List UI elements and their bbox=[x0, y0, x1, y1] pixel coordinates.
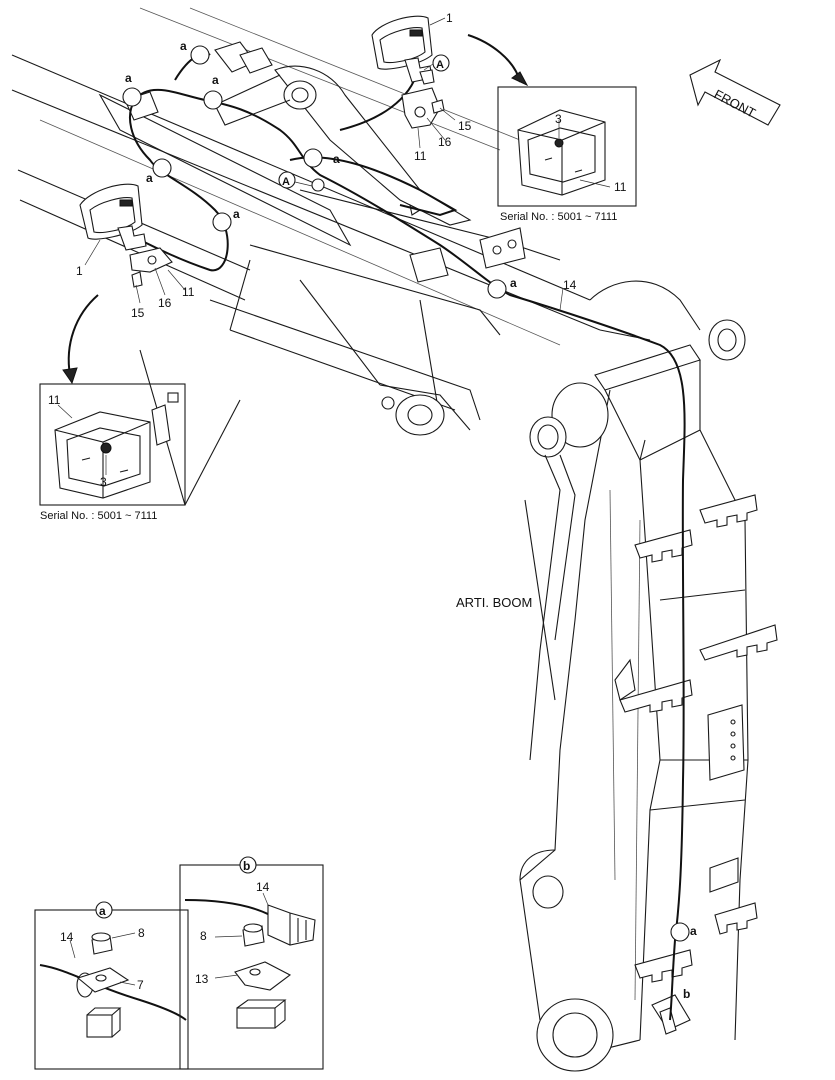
serial-note-top: Serial No. : 5001 ~ 7111 bbox=[500, 211, 617, 223]
front-arrow bbox=[689, 58, 781, 126]
harness-14 bbox=[119, 52, 686, 1021]
view-marker-mid: A bbox=[282, 176, 290, 188]
lamp-bracket-top bbox=[401, 87, 445, 129]
callout-harness-main: 14 bbox=[563, 278, 577, 292]
work-lamp-left bbox=[79, 183, 173, 288]
clip-letter-8: a bbox=[690, 924, 697, 938]
connector-letter-main: b bbox=[683, 987, 690, 1001]
leader-lines bbox=[84, 17, 564, 311]
clip-letter-6: a bbox=[333, 152, 340, 166]
detail-b-harness: 14 bbox=[256, 880, 270, 894]
callout-washer-top: 16 bbox=[438, 135, 452, 149]
callout-lamp-top: 1 bbox=[446, 11, 453, 25]
inset-left-cover bbox=[39, 294, 186, 506]
callout-screw-top: 15 bbox=[458, 119, 472, 133]
callout-cover-left: 11 bbox=[48, 393, 61, 407]
serial-note-left: Serial No. : 5001 ~ 7111 bbox=[40, 510, 157, 522]
clip-markers bbox=[122, 45, 690, 942]
work-lamp-top bbox=[371, 15, 435, 85]
clip-letter-1: a bbox=[180, 39, 187, 53]
detail-a-box bbox=[34, 901, 189, 1070]
detail-b-box bbox=[179, 856, 324, 1070]
clip-letter-5: a bbox=[233, 207, 240, 221]
detail-b-letter: b bbox=[243, 859, 250, 873]
callout-lamp-left: 1 bbox=[76, 264, 83, 278]
detail-b-bolt: 8 bbox=[200, 929, 207, 943]
callout-nut-top: 3 bbox=[555, 112, 562, 126]
detail-b-bracket: 13 bbox=[195, 972, 209, 986]
detail-a-harness: 14 bbox=[60, 930, 74, 944]
callout-screw-left: 15 bbox=[131, 306, 145, 320]
callout-cover-main-left: 11 bbox=[182, 285, 195, 299]
detail-a-letter: a bbox=[99, 904, 106, 918]
callout-nut-left: 3 bbox=[100, 475, 107, 489]
inset-top-cover bbox=[467, 34, 637, 207]
detail-a-bolt: 8 bbox=[138, 926, 145, 940]
callout-washer-left: 16 bbox=[158, 296, 172, 310]
detail-a-plate: 7 bbox=[137, 978, 144, 992]
view-marker-top: A bbox=[436, 59, 444, 71]
clip-letter-2: a bbox=[125, 71, 132, 85]
boom-label: ARTI. BOOM bbox=[456, 595, 532, 610]
boom-structure bbox=[11, 7, 778, 1072]
clip-letter-7: a bbox=[510, 276, 517, 290]
callout-cover-main-top: 11 bbox=[414, 149, 427, 163]
callout-cover-top: 11 bbox=[614, 180, 627, 194]
clip-letter-3: a bbox=[212, 73, 219, 87]
clip-letter-4: a bbox=[146, 171, 153, 185]
